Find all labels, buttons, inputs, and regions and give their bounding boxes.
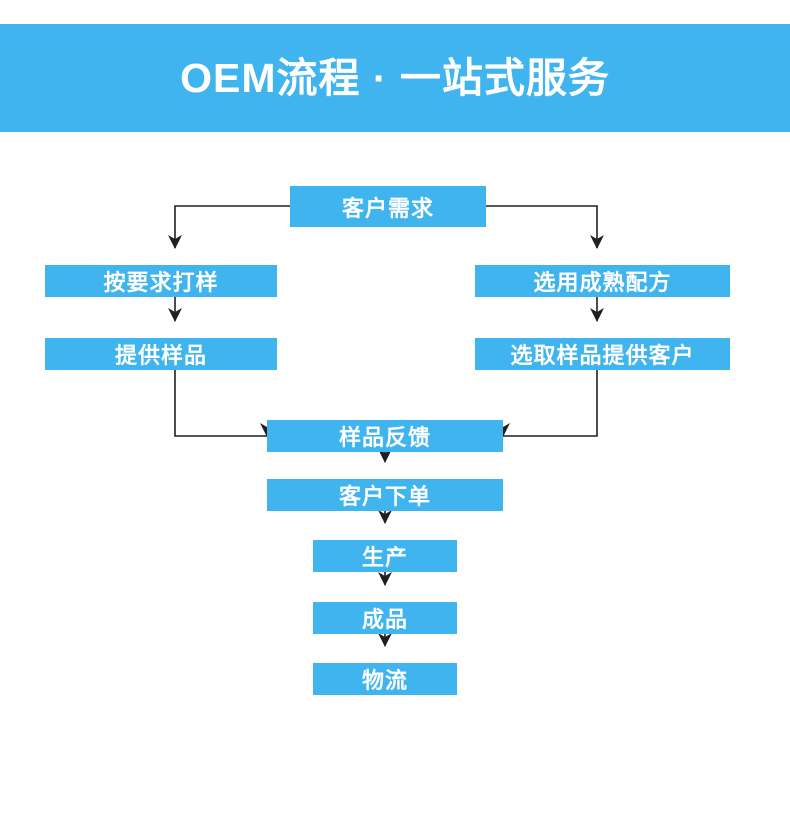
- flow-node-sample-feedback[interactable]: 样品反馈: [267, 420, 503, 452]
- edge-requirement-to-mature-formula: [486, 205, 604, 249]
- flowchart-connectors: [168, 205, 604, 647]
- flow-node-production[interactable]: 生产: [313, 540, 457, 572]
- flow-node-provide-sample[interactable]: 提供样品: [45, 338, 277, 370]
- flow-node-logistics[interactable]: 物流: [313, 663, 457, 695]
- flow-node-finished-goods[interactable]: 成品: [313, 602, 457, 634]
- flow-node-sample-per-request[interactable]: 按要求打样: [45, 265, 277, 297]
- edge-select-sample-to-feedback: [496, 370, 598, 437]
- header-banner: OEM流程 · 一站式服务: [0, 24, 790, 132]
- flow-node-select-sample[interactable]: 选取样品提供客户: [475, 338, 730, 370]
- edge-requirement-to-sample-request: [168, 205, 290, 249]
- flow-node-customer-requirement[interactable]: 客户需求: [290, 186, 486, 227]
- flow-node-mature-formula[interactable]: 选用成熟配方: [475, 265, 730, 297]
- page-title: OEM流程 · 一站式服务: [180, 54, 610, 101]
- flow-node-place-order[interactable]: 客户下单: [267, 479, 503, 511]
- edge-provide-sample-to-feedback: [174, 370, 274, 437]
- flowchart-diagram: 客户需求 按要求打样 选用成熟配方 提供样品 选取样品提供客户 样品反馈 客户下…: [0, 132, 790, 830]
